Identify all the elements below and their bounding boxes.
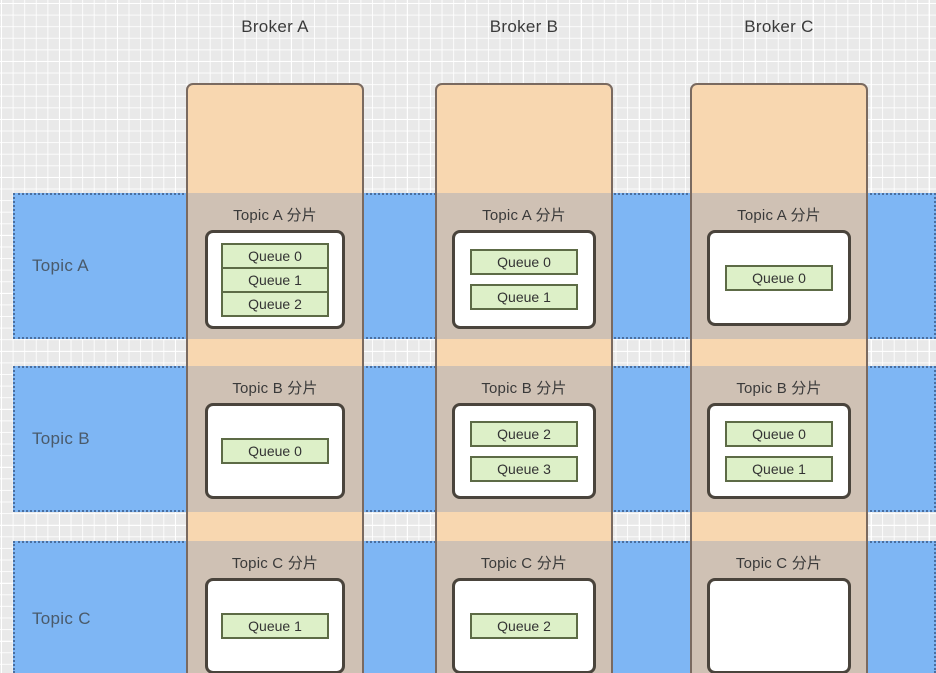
queue-item[interactable]: Queue 1 bbox=[725, 455, 833, 482]
shard-broker-b-topic-c[interactable]: Topic C 分片 Queue 2 bbox=[435, 541, 613, 673]
shard-title: Topic A 分片 bbox=[737, 207, 821, 224]
shard-queue-container bbox=[707, 578, 851, 673]
queue-stack: Queue 1 bbox=[221, 613, 329, 639]
shard-broker-c-topic-c[interactable]: Topic C 分片 bbox=[690, 541, 868, 673]
broker-header-b: Broker B bbox=[489, 17, 559, 36]
shard-queue-container: Queue 2 Queue 3 bbox=[452, 403, 596, 499]
topic-band-label-c: Topic C bbox=[32, 609, 91, 628]
shard-broker-a-topic-c[interactable]: Topic C 分片 Queue 1 bbox=[186, 541, 364, 673]
queue-item[interactable]: Queue 0 bbox=[725, 265, 833, 291]
shard-title: Topic C 分片 bbox=[735, 555, 823, 572]
queue-stack: Queue 0 bbox=[221, 438, 329, 464]
shard-title: Topic A 分片 bbox=[233, 207, 317, 224]
shard-queue-container: Queue 2 bbox=[452, 578, 596, 673]
shard-broker-b-topic-b[interactable]: Topic B 分片 Queue 2 Queue 3 bbox=[435, 366, 613, 512]
queue-item[interactable]: Queue 1 bbox=[470, 284, 578, 310]
shard-broker-b-topic-a[interactable]: Topic A 分片 Queue 0 Queue 1 bbox=[435, 193, 613, 339]
shard-title: Topic C 分片 bbox=[480, 555, 568, 572]
shard-queue-container: Queue 0 Queue 1 bbox=[452, 230, 596, 329]
queue-stack: Queue 0 Queue 1 bbox=[725, 420, 833, 482]
shard-broker-a-topic-a[interactable]: Topic A 分片 Queue 0 Queue 1 Queue 2 bbox=[186, 193, 364, 339]
queue-item[interactable]: Queue 1 bbox=[221, 266, 329, 293]
queue-item[interactable]: Queue 0 bbox=[221, 438, 329, 464]
shard-queue-container: Queue 0 bbox=[707, 230, 851, 326]
queue-item[interactable]: Queue 0 bbox=[470, 249, 578, 275]
shard-title: Topic A 分片 bbox=[482, 207, 566, 224]
shard-title: Topic C 分片 bbox=[231, 555, 319, 572]
queue-stack: Queue 0 Queue 1 bbox=[470, 249, 578, 310]
shard-queue-container: Queue 0 Queue 1 Queue 2 bbox=[205, 230, 345, 329]
queue-item[interactable]: Queue 0 bbox=[725, 420, 833, 447]
shard-queue-container: Queue 0 bbox=[205, 403, 345, 499]
shard-queue-container: Queue 1 bbox=[205, 578, 345, 673]
shard-queue-container: Queue 0 Queue 1 bbox=[707, 403, 851, 499]
queue-item[interactable]: Queue 0 bbox=[221, 242, 329, 269]
broker-header-c: Broker C bbox=[744, 17, 814, 36]
queue-item[interactable]: Queue 2 bbox=[470, 613, 578, 639]
shard-broker-c-topic-a[interactable]: Topic A 分片 Queue 0 bbox=[690, 193, 868, 339]
topic-band-label-a: Topic A bbox=[32, 256, 89, 275]
shard-broker-a-topic-b[interactable]: Topic B 分片 Queue 0 bbox=[186, 366, 364, 512]
queue-stack: Queue 2 bbox=[470, 613, 578, 639]
shard-title: Topic B 分片 bbox=[481, 380, 567, 397]
queue-stack: Queue 0 Queue 1 Queue 2 bbox=[221, 242, 329, 317]
shard-broker-c-topic-b[interactable]: Topic B 分片 Queue 0 Queue 1 bbox=[690, 366, 868, 512]
queue-stack: Queue 0 bbox=[725, 265, 833, 291]
queue-item[interactable]: Queue 2 bbox=[470, 420, 578, 447]
shard-title: Topic B 分片 bbox=[232, 380, 318, 397]
broker-header-a: Broker A bbox=[241, 17, 309, 36]
shard-title: Topic B 分片 bbox=[736, 380, 822, 397]
queue-item[interactable]: Queue 2 bbox=[221, 290, 329, 317]
topic-band-label-b: Topic B bbox=[32, 429, 90, 448]
queue-item[interactable]: Queue 1 bbox=[221, 613, 329, 639]
queue-item[interactable]: Queue 3 bbox=[470, 455, 578, 482]
queue-stack: Queue 2 Queue 3 bbox=[470, 420, 578, 482]
